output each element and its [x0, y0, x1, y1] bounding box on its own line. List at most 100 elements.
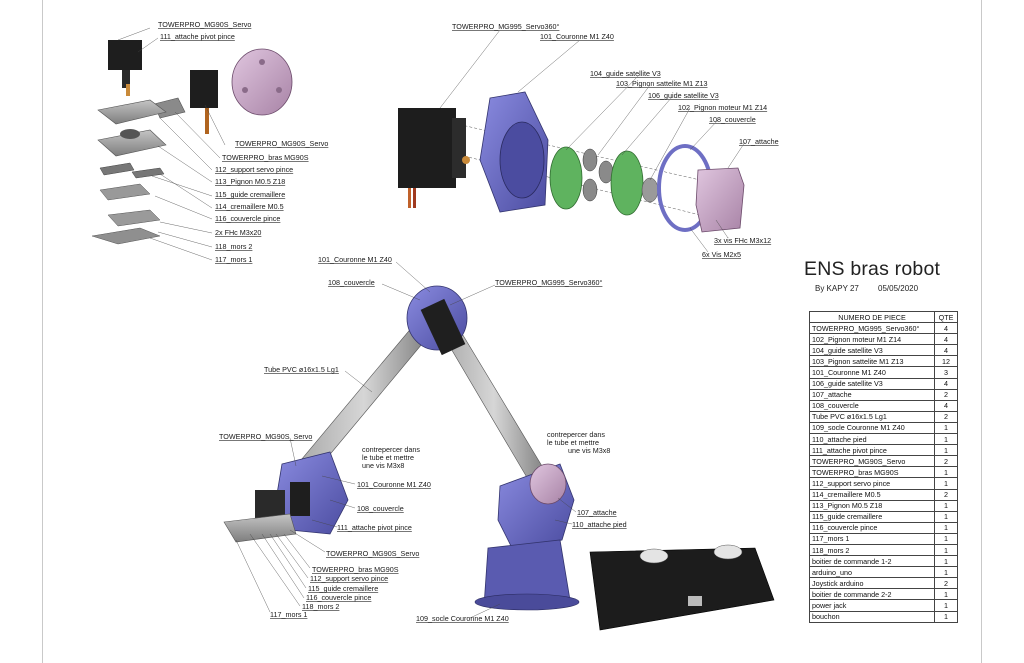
- bom-part-name: boitier de commande 2-2: [809, 588, 935, 601]
- bom-part-name: 102_Pignon moteur M1 Z14: [809, 333, 935, 346]
- note-1-line-3: une vis M3x8: [362, 461, 405, 470]
- bom-part-qty: 1: [934, 610, 958, 623]
- callout-tr-couronne: 101_Couronne M1 Z40: [540, 32, 614, 41]
- callout-tr-couv: 108_couvercle: [709, 115, 756, 124]
- bom-part-name: 103_Pignon sattelite M1 Z13: [809, 355, 935, 368]
- callout-m-servo2: TOWERPRO_MG90S_Servo: [326, 549, 420, 558]
- bom-part-name: Tube PVC ø16x1.5 Lg1: [809, 410, 935, 423]
- callout-tl-pignon: 113_Pignon M0.5 Z18: [215, 177, 286, 186]
- callout-tl-fhc: 2x FHc M3x20: [215, 228, 262, 237]
- callout-tr-vis2: 6x Vis M2x5: [702, 250, 742, 259]
- callout-tl-bras: TOWERPRO_bras MG90S: [222, 153, 309, 162]
- callout-m-couv: 108_couvercle: [328, 278, 375, 287]
- note-2-line-2: le tube et mettre: [547, 438, 599, 447]
- callout-m-bras: TOWERPRO_bras MG90S: [312, 565, 399, 574]
- bom-part-qty: 4: [934, 344, 958, 357]
- callout-m-attache-pied: 110_attache pied: [572, 520, 627, 529]
- bom-part-qty: 4: [934, 377, 958, 390]
- bom-part-name: TOWERPRO_MG995_Servo360°: [809, 322, 935, 335]
- mg90s-servo-part-2: [190, 70, 218, 108]
- gripper-jaws: [223, 513, 297, 543]
- bom-header-row: NUMERO DE PIECE QTE: [809, 310, 958, 324]
- bom-part-qty: 1: [934, 588, 958, 601]
- bom-part-name: TOWERPRO_bras MG90S: [809, 466, 935, 479]
- motor-pinion-part: [641, 177, 659, 203]
- bom-part-qty: 2: [934, 455, 958, 468]
- callout-m-couvp: 116_couvercle pince: [306, 593, 372, 602]
- bom-row: TOWERPRO_MG995_Servo360°4: [809, 322, 958, 335]
- bom-part-name: 116_couvercle pince: [809, 521, 935, 534]
- callout-tr-vis1: 3x vis FHc M3x12: [714, 236, 772, 245]
- bom-header-name: NUMERO DE PIECE: [809, 310, 935, 324]
- gripper-exploded-view: [91, 27, 293, 261]
- callout-m-couronne2: 101_Couronne M1 Z40: [357, 480, 431, 489]
- bom-part-name: power jack: [809, 599, 935, 612]
- bom-part-name: 114_cremaillere M0.5: [809, 488, 935, 501]
- bom-part-qty: 1: [934, 543, 958, 557]
- bom-part-name: TOWERPRO_MG90S_Servo: [809, 455, 935, 468]
- bom-part-qty: 1: [934, 499, 958, 512]
- bom-part-qty: 1: [934, 466, 958, 479]
- callout-m-support: 112_support servo pince: [310, 574, 389, 583]
- bom-part-name: 118_mors 2: [809, 543, 935, 557]
- attach-part: [695, 167, 745, 233]
- bom-part-qty: 1: [934, 510, 958, 523]
- bom-part-qty: 4: [934, 399, 958, 412]
- mg995-servo-part: [398, 108, 456, 188]
- callout-tl-mors2: 118_mors 2: [215, 242, 253, 251]
- bom-part-qty: 1: [934, 421, 958, 435]
- callout-tl-pivot: 111_attache pivot pince: [160, 32, 235, 41]
- satellite-pinions: [582, 148, 614, 202]
- note-1-line-2: le tube et mettre: [362, 453, 414, 462]
- bom-part-name: 107_attache: [809, 388, 935, 401]
- bom-part-qty: 2: [934, 577, 958, 590]
- joystick-1: [639, 548, 669, 564]
- note-1-line-1: contrepercer dans: [362, 445, 420, 454]
- bom-part-qty: 1: [934, 566, 958, 579]
- joint-exploded-view: [398, 29, 746, 253]
- callout-tl-support: 112_support servo pince: [215, 165, 294, 174]
- callout-tl-mors1: 117_mors 1: [215, 255, 253, 264]
- bom-part-name: 112_support servo pince: [809, 477, 935, 490]
- callout-m-couv2: 108_couvercle: [357, 504, 404, 513]
- callout-m-socle: 109_socle Couronne M1 Z40: [416, 614, 509, 623]
- callout-m-servo: TOWERPRO_MG90S_Servo: [219, 432, 313, 441]
- support-servo-part: [97, 99, 167, 125]
- bom-part-qty: 4: [934, 322, 958, 335]
- bom-header-qty: QTE: [934, 310, 958, 324]
- bill-of-materials-table: NUMERO DE PIECE QTE TOWERPRO_MG995_Servo…: [809, 310, 958, 623]
- bom-part-name: 115_guide cremaillere: [809, 510, 935, 523]
- bom-part-name: 117_mors 1: [809, 532, 935, 545]
- bom-part-qty: 1: [934, 477, 958, 490]
- bom-part-qty: 3: [934, 366, 958, 379]
- callout-tr-pignon-mot: 102_Pignon moteur M1 Z14: [678, 103, 768, 112]
- bom-part-qty: 1: [934, 444, 958, 457]
- callout-m-guide: 115_guide cremaillere: [308, 584, 379, 593]
- callout-m-mors2: 118_mors 2: [302, 602, 340, 611]
- bom-part-qty: 2: [934, 410, 958, 423]
- pivot-attach-part: [231, 48, 293, 116]
- bom-part-qty: 1: [934, 532, 958, 545]
- callout-m-mors1: 117_mors 1: [270, 610, 308, 619]
- drawing-author: By KAPY 27: [815, 284, 859, 293]
